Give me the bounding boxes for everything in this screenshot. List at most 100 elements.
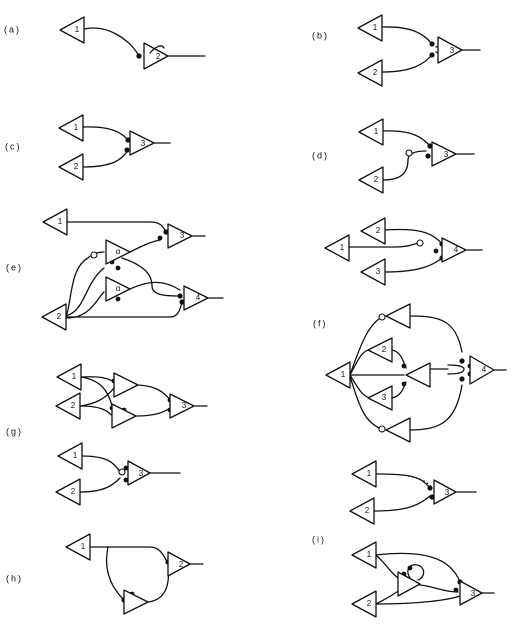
neuron-3-triangle [129, 130, 155, 156]
neuron-label-1: 1 [373, 23, 378, 32]
neuron-3-triangle [459, 580, 483, 606]
neuron-label-4: 4 [482, 365, 487, 374]
neuron-4-triangle [441, 237, 467, 263]
panel-label-f: (f) [313, 318, 328, 328]
neuron-interneuron-triangle [397, 571, 421, 597]
neuron-3-triangle [433, 479, 457, 505]
panel-label-h: (h) [6, 573, 23, 583]
neuron-4-triangle [183, 285, 209, 311]
neuron-4-triangle [469, 355, 495, 385]
neuron-2-triangle [351, 590, 377, 618]
neuron-label-3: 3 [450, 46, 455, 55]
neuron-lower-triangle [111, 403, 137, 429]
panel-i-lower: 1 2 3 [351, 541, 495, 618]
neuron-label-2: 2 [71, 401, 76, 410]
neuron-3-triangle [367, 385, 393, 411]
neuron-1-triangle [357, 14, 383, 42]
panel-e-right: 2 1 3 4 [324, 217, 483, 286]
neuron-3-triangle [127, 460, 151, 486]
neuron-1-triangle [42, 208, 68, 236]
neuron-alpha-1-triangle [105, 239, 131, 265]
neuron-label-2: 2 [365, 506, 370, 515]
neuron-2-triangle [360, 217, 386, 245]
neuron-label-2: 2 [74, 162, 79, 171]
neuron-label-2: 2 [376, 226, 381, 235]
neuron-interneuron-triangle [123, 589, 149, 615]
neuron-upper-triangle [113, 372, 139, 398]
panel-e: 1 2 3 α α 4 [41, 208, 224, 331]
neuron-1-triangle [59, 16, 85, 44]
panel-a: 1 2 [59, 16, 206, 70]
neuron-label-2: 2 [179, 560, 184, 569]
panel-label-a: (a) [4, 24, 21, 34]
neuron-1-triangle [351, 541, 377, 569]
neuron-label-2: 2 [373, 68, 378, 77]
neuron-1-triangle [57, 442, 83, 470]
neuron-label-1: 1 [73, 451, 78, 460]
neuron-center-triangle [405, 362, 431, 388]
neuron-label-3: 3 [141, 139, 146, 148]
neuron-label-1: 1 [341, 370, 346, 379]
neuron-label-2: 2 [367, 599, 372, 608]
panel-h: 1 2 [65, 533, 204, 615]
neuron-label-2: 2 [57, 312, 62, 321]
neuron-label-3: 3 [382, 393, 387, 402]
neuron-label-3: 3 [182, 401, 187, 410]
neuron-label-1: 1 [340, 243, 345, 252]
neuron-3-triangle [167, 223, 193, 249]
panel-f: 1 2 3 4 [325, 303, 507, 443]
panel-g-lower: 1 2 3 [55, 442, 181, 506]
neuron-1-triangle [325, 361, 351, 389]
panel-c: 1 2 3 [58, 114, 171, 181]
neuron-label-2: 2 [374, 175, 379, 184]
neuron-2-triangle [55, 392, 81, 420]
neuron-2-triangle [143, 42, 169, 70]
neuron-alpha-2-triangle [105, 276, 131, 302]
neuron-2-triangle [357, 59, 383, 87]
neuron-label-1: 1 [75, 25, 80, 34]
neuron-2-triangle [367, 337, 393, 363]
panel-d: 1 2 3 [358, 118, 475, 194]
panel-label-d: (d) [312, 150, 329, 160]
neuron-1-triangle [358, 118, 384, 146]
neuron-label-1: 1 [74, 123, 79, 132]
neuron-3-triangle [169, 393, 195, 419]
panel-b: 1 2 3 [357, 14, 481, 87]
neuron-label-1: 1 [72, 372, 77, 381]
neuron-alpha-2-label: α [116, 284, 121, 293]
neuron-label-3: 3 [376, 267, 381, 276]
panel-i-upper: 1 2 3 [349, 460, 477, 525]
panel-label-b: (b) [312, 30, 329, 40]
neuron-3-triangle [431, 141, 457, 167]
neuron-label-3: 3 [444, 150, 449, 159]
neuron-label-3: 3 [139, 469, 144, 478]
neuron-2-triangle [167, 551, 191, 577]
neuron-label-2: 2 [71, 487, 76, 496]
neuron-label-2: 2 [382, 345, 387, 354]
neuron-2-triangle [58, 153, 84, 181]
neuron-1-triangle [351, 460, 377, 488]
neuron-label-1: 1 [367, 550, 372, 559]
neuron-bottom-triangle [385, 417, 411, 443]
neuron-top-triangle [385, 303, 411, 329]
neuron-alpha-1-label: α [116, 247, 121, 256]
neuron-1-triangle [58, 114, 84, 142]
neuron-label-1: 1 [81, 542, 86, 551]
neuron-label-4: 4 [196, 293, 201, 302]
neuron-3-triangle [360, 258, 386, 286]
panel-g: 1 2 3 [55, 363, 208, 429]
neuron-2-triangle [41, 303, 67, 331]
neuron-label-1: 1 [367, 469, 372, 478]
neuron-2-triangle [358, 166, 384, 194]
neuron-label-3: 3 [445, 488, 450, 497]
panel-label-g: (g) [6, 426, 23, 436]
neuron-label-3: 3 [471, 589, 476, 598]
neuron-1-triangle [324, 234, 350, 262]
neuron-label-2: 2 [156, 52, 161, 61]
neuron-1-triangle [56, 363, 82, 391]
neuron-label-1: 1 [374, 127, 379, 136]
panel-label-c: (c) [5, 141, 22, 151]
neuron-3-triangle [437, 36, 463, 64]
panel-label-i: (i) [312, 534, 326, 544]
